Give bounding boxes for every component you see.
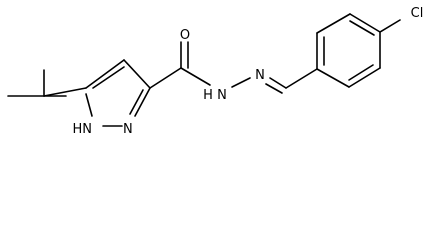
bond-carbonyl-to-nh (180, 67, 211, 86)
bond-phenyl-inner-b (349, 20, 375, 36)
bond-ring-n1-c5 (85, 93, 93, 117)
bond-ch-to-phenyl (285, 68, 318, 89)
bond-phenyl-3-4 (349, 13, 381, 33)
atom-label-imine-nitrogen: N (255, 68, 265, 83)
bond-ring-c5-c4 (85, 59, 125, 89)
structure-diagram: O N H N Cl HN N (7, 6, 424, 137)
atom-label-amide-nitrogen: N (217, 88, 227, 103)
bond-ring-c5-c4-double (92, 66, 125, 89)
atom-label-amide-hydrogen: H (203, 88, 213, 103)
bond-ring-c3-n2-double (129, 89, 144, 115)
bond-ring-c3-n2 (134, 87, 151, 117)
atom-label-chlorine: Cl (411, 6, 424, 21)
bond-ring-to-carbonyl (149, 67, 182, 89)
atom-label-ring-nh: HN (73, 122, 93, 137)
bond-n-ch (269, 77, 287, 89)
bond-phenyl-to-cl (379, 19, 401, 33)
bond-ring-c4-c3 (123, 59, 151, 89)
bond-phenyl-inner-c (348, 64, 374, 81)
bond-nh-to-n (231, 77, 251, 88)
bond-n-ch-double (265, 83, 283, 94)
bond-tbu-to-ring (43, 87, 87, 97)
atom-label-carbonyl-oxygen: O (180, 28, 190, 43)
bond-phenyl-6-1 (316, 68, 350, 88)
bond-phenyl-5-6 (348, 67, 381, 88)
atom-label-ring-n: N (123, 122, 133, 137)
bond-phenyl-2-3 (316, 13, 351, 34)
